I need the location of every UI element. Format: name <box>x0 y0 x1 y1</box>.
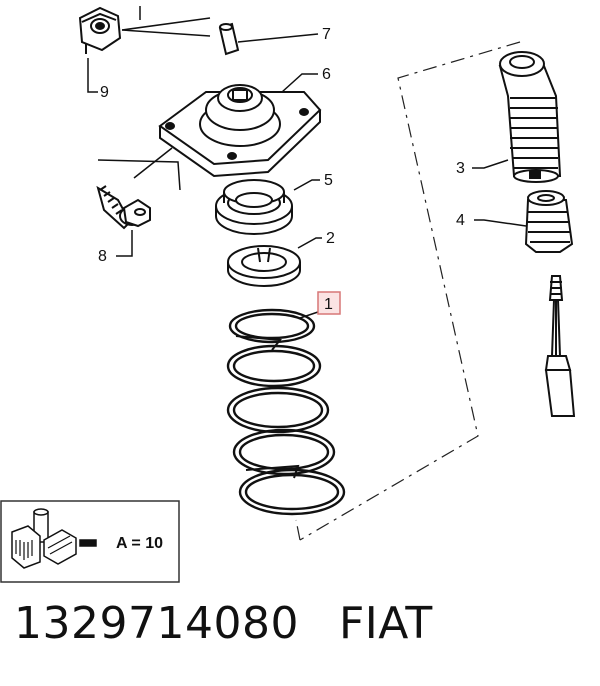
part-number-title: 1329714080 FIAT <box>14 598 433 649</box>
part-1-leader <box>299 311 319 319</box>
callout-3[interactable]: 3 <box>456 160 465 177</box>
part-9-nut[interactable] <box>78 6 122 54</box>
part-7-leader <box>237 33 319 43</box>
callout-4[interactable]: 4 <box>456 212 465 229</box>
part-6-top-mount[interactable] <box>158 84 322 178</box>
part-8-bolt[interactable] <box>96 185 151 230</box>
part-8-leader <box>116 230 133 257</box>
callout-1[interactable]: 1 <box>324 296 333 313</box>
part-7-bushing[interactable] <box>218 22 240 56</box>
part-5-leader <box>293 179 320 191</box>
parts-kit-icon <box>11 508 97 569</box>
mount-to-bolt-leader <box>97 147 181 191</box>
part-4-bump-stop[interactable] <box>524 190 574 253</box>
callout-9[interactable]: 9 <box>100 84 109 101</box>
part-6-leader <box>281 73 318 93</box>
callout-8[interactable]: 8 <box>98 248 107 265</box>
part-1-coil-spring[interactable] <box>226 308 346 516</box>
callout-5[interactable]: 5 <box>324 172 333 189</box>
quantity-legend-box: A = 10 <box>0 500 180 583</box>
part-2-leader <box>297 237 322 249</box>
assembly-guide-lines <box>295 41 521 541</box>
callout-7[interactable]: 7 <box>322 26 331 43</box>
part-2-spring-seat[interactable] <box>227 245 301 287</box>
part-5-bearing[interactable] <box>215 179 293 235</box>
callout-6[interactable]: 6 <box>322 66 331 83</box>
part-4-leader <box>474 219 527 227</box>
part-number: 1329714080 <box>14 598 299 649</box>
part-3-boot[interactable] <box>498 51 562 183</box>
part-3-leader <box>472 159 509 169</box>
quantity-label: A = 10 <box>116 535 163 552</box>
brand-name: FIAT <box>338 598 433 649</box>
callout-2[interactable]: 2 <box>326 230 335 247</box>
shock-absorber <box>544 275 576 417</box>
callout-1-highlight <box>317 291 341 315</box>
part-9-leader <box>87 6 211 93</box>
